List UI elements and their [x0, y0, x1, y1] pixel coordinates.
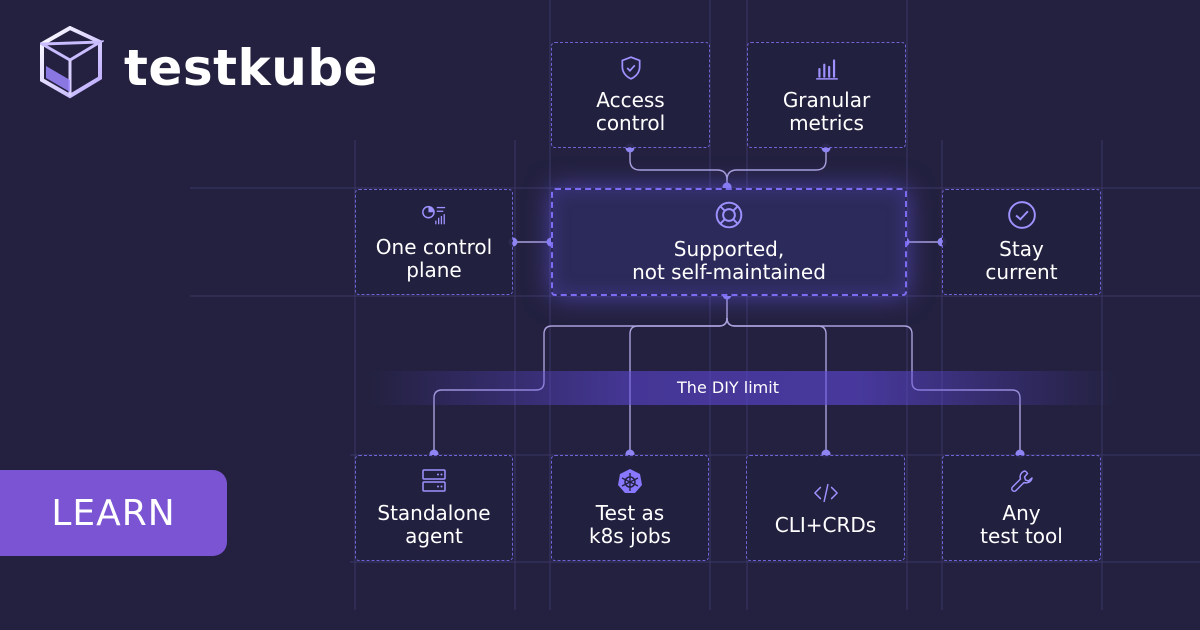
box-stay-current: Stay current: [942, 189, 1101, 295]
check-circle-icon: [1007, 201, 1036, 229]
box-cli-crds: CLI+CRDs: [746, 455, 905, 561]
server-icon: [422, 469, 446, 492]
testkube-logo-icon: [40, 26, 104, 99]
box-label: Any test tool: [980, 501, 1063, 548]
box-label: CLI+CRDs: [774, 512, 877, 537]
box-access-control: Access control: [551, 42, 710, 148]
learn-badge: LEARN: [0, 470, 227, 556]
kubernetes-icon: [618, 469, 642, 493]
code-icon: [813, 483, 838, 502]
shield-check-icon: [620, 56, 641, 80]
box-standalone-agent: Standalone agent: [355, 455, 513, 561]
box-label: Standalone agent: [377, 501, 491, 548]
dashboard-icon: [422, 205, 446, 225]
box-label: One control plane: [375, 235, 493, 282]
brand-name: testkube: [124, 39, 379, 97]
diy-limit-label: The DIY limit: [677, 378, 779, 397]
box-label: Access control: [595, 88, 666, 135]
bar-chart-icon: [815, 59, 838, 80]
box-label: Granular metrics: [782, 88, 871, 135]
box-label: Supported, not self-maintained: [632, 237, 826, 284]
diy-limit-band: [367, 371, 1119, 405]
box-supported-center: Supported, not self-maintained: [551, 188, 907, 296]
box-any-test-tool: Any test tool: [942, 455, 1101, 561]
box-one-control-plane: One control plane: [355, 189, 513, 295]
wrench-icon: [1010, 470, 1033, 492]
box-test-as-k8s-jobs: Test as k8s jobs: [551, 455, 709, 561]
box-label: Stay current: [985, 237, 1058, 284]
lifebuoy-icon: [715, 201, 743, 229]
box-granular-metrics: Granular metrics: [747, 42, 906, 148]
box-label: Test as k8s jobs: [589, 501, 671, 548]
